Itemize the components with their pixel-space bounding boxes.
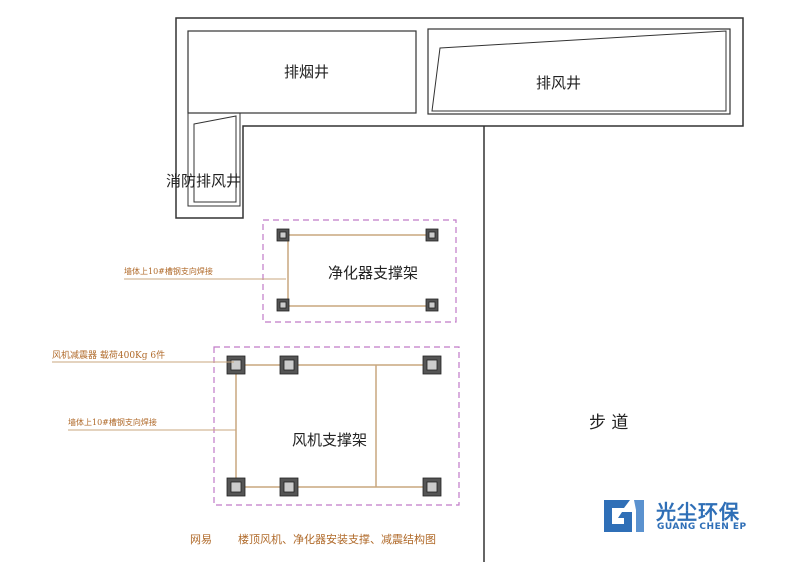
fire-exhaust-shaft-label: 消防排风井 xyxy=(166,172,242,190)
caption-prefix: 网易 xyxy=(190,533,212,546)
logo-name-en: GUANG CHEN EP xyxy=(657,522,747,532)
purifier-mounts xyxy=(276,228,439,312)
purifier-frame-boundary xyxy=(262,219,457,323)
smoke-shaft-label: 排烟井 xyxy=(284,63,330,81)
purifier-weld-note: 墙体上10#槽钢支向焊接 xyxy=(124,267,213,276)
fan-frame-label: 风机支撑架 xyxy=(292,431,368,449)
exhaust-shaft-slant xyxy=(431,30,727,112)
fan-mounts xyxy=(226,355,442,497)
fire-shaft-box xyxy=(187,112,241,207)
fire-shaft-slant xyxy=(193,115,237,203)
logo-mark-icon xyxy=(604,500,644,532)
exhaust-shaft-label: 排风井 xyxy=(536,74,582,92)
fan-braces xyxy=(235,364,432,488)
exhaust-shaft-box xyxy=(427,28,731,115)
smoke-shaft-box xyxy=(187,30,417,114)
building-outline xyxy=(175,17,744,219)
fan-frame-boundary xyxy=(213,346,460,506)
purifier-frame-label: 净化器支撑架 xyxy=(328,264,419,282)
diagram-caption: 楼顶风机、净化器安装支撑、减震结构图 xyxy=(238,533,436,546)
brand-logo: 光尘环保 GUANG CHEN EP xyxy=(600,496,780,536)
purifier-braces xyxy=(283,234,432,307)
fan-weld-note: 墙体上10#槽钢支向焊接 xyxy=(68,418,157,427)
fan-damper-note: 风机减震器 载荷400Kg 6件 xyxy=(52,351,166,361)
logo-name-cn: 光尘环保 xyxy=(656,500,740,524)
walkway-label: 步 道 xyxy=(589,413,629,433)
